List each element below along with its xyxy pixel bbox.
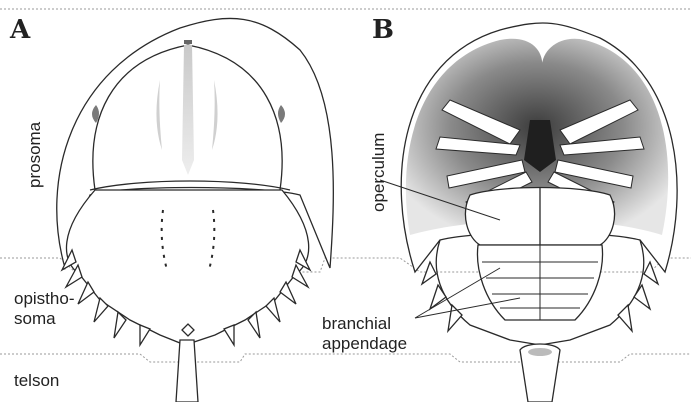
spine: [618, 305, 632, 331]
opisthosoma-telson-divider: [0, 354, 691, 362]
median-ridge: [182, 45, 194, 175]
opisthosoma-label-line2: soma: [14, 309, 56, 328]
spine: [448, 305, 462, 331]
spine: [140, 325, 150, 345]
operculum-label: operculum: [369, 133, 388, 212]
panel-a-dorsal-view: [57, 18, 334, 402]
telson-label: telson: [14, 371, 59, 390]
panel-b-letter: B: [372, 15, 394, 45]
opisthosoma-label-line1: opistho-: [14, 289, 74, 308]
spine: [430, 285, 446, 309]
spine: [634, 285, 650, 309]
prosoma-label: prosoma: [25, 121, 44, 188]
branchial-label-line2: appendage: [322, 334, 407, 353]
telson-socket-b: [528, 348, 552, 356]
opisthosoma-shield: [66, 190, 308, 345]
median-eye: [184, 40, 192, 44]
spine: [644, 262, 658, 284]
spine: [224, 325, 234, 345]
branchial-label-line1: branchial: [322, 314, 391, 333]
panel-b-ventral-view: [401, 23, 677, 402]
spine: [422, 262, 436, 284]
panel-a-letter: A: [9, 15, 31, 45]
telson-a: [176, 340, 198, 402]
